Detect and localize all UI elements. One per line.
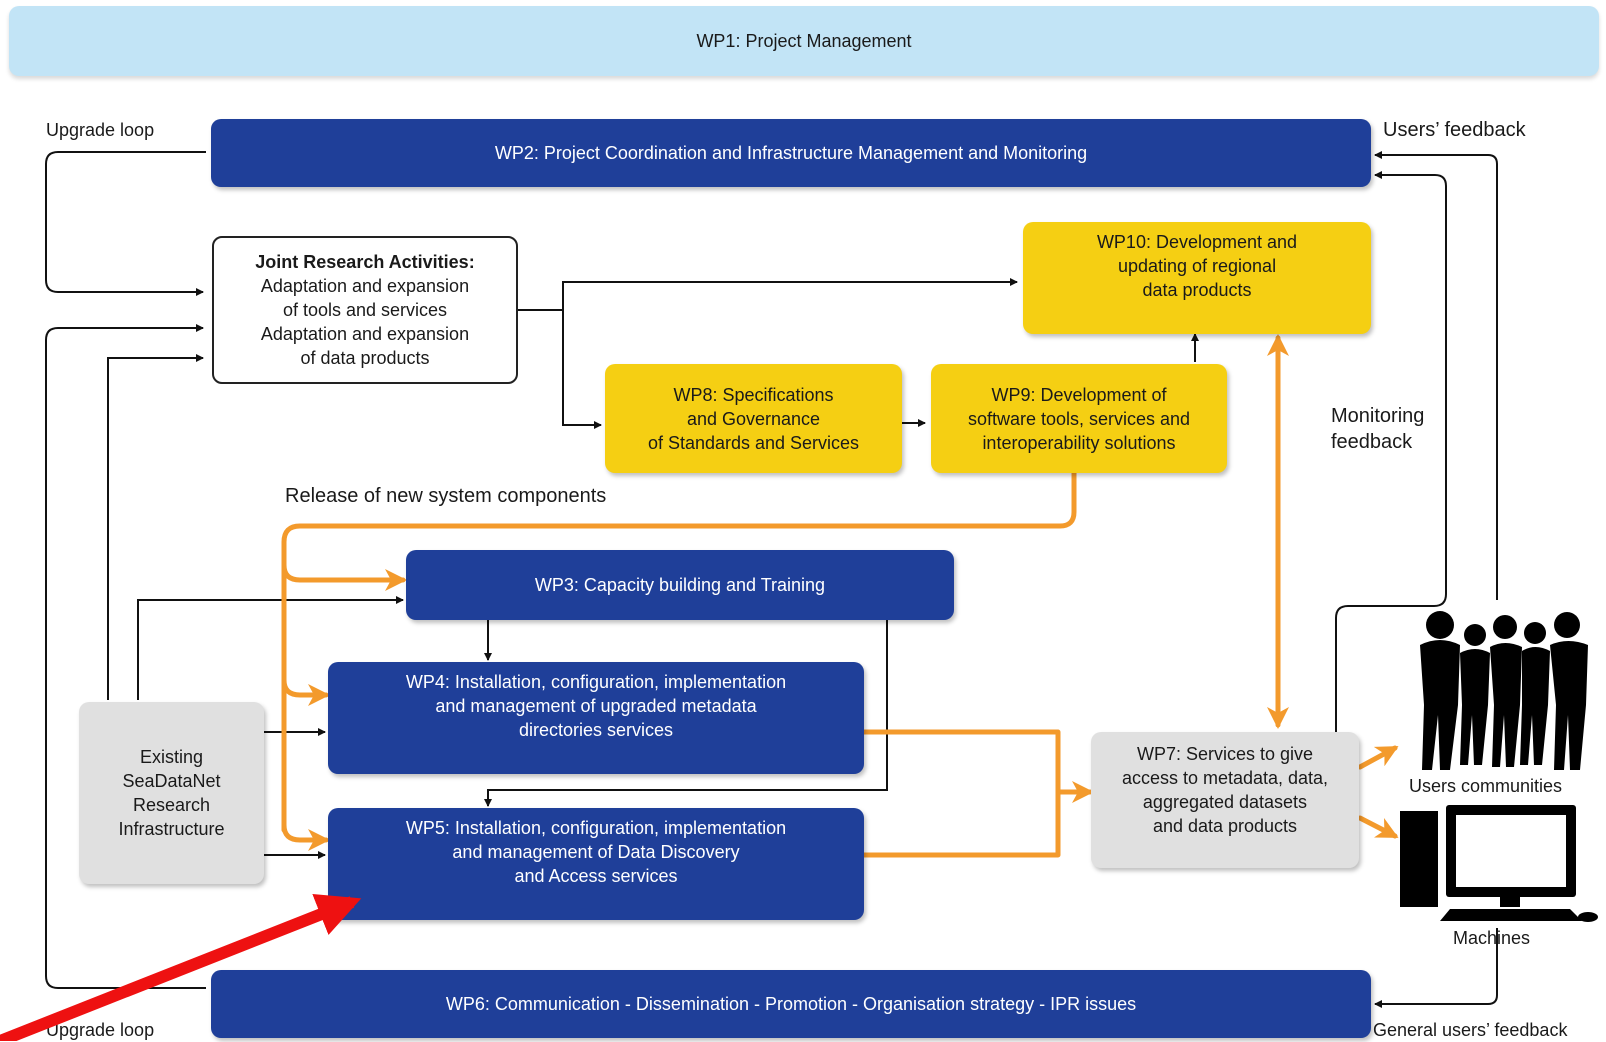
wp10-line2: updating of regional <box>1117 256 1277 276</box>
release-to-wp3-arrow <box>281 562 407 591</box>
people-silhouette-icon <box>1420 611 1588 770</box>
existing-to-jra-line <box>107 354 204 700</box>
users-feedback-label: Users’ feedback <box>1383 119 1526 141</box>
wp7-to-users-arrow <box>1357 745 1399 770</box>
jra-line3: Adaptation and expansion <box>260 324 470 344</box>
existing-to-wp3-line <box>137 596 404 700</box>
wp2-label: WP2: Project Coordination and Infrastruc… <box>494 143 1088 163</box>
wp5-box: WP5: Installation, configuration, implem… <box>328 808 864 920</box>
wp5-line2: and management of Data Discovery <box>452 842 740 862</box>
jra-box: Joint Research Activities: Adaptation an… <box>212 236 518 384</box>
wp4-box: WP4: Installation, configuration, implem… <box>328 662 864 774</box>
machines-label: Machines <box>1453 928 1531 948</box>
wp7-line2: access to metadata, data, <box>1121 768 1329 788</box>
wp10-line1: WP10: Development and <box>1096 232 1298 252</box>
computer-icon <box>1400 805 1598 922</box>
wp7-box: WP7: Services to give access to metadata… <box>1091 732 1359 868</box>
wp7-line3: aggregated datasets <box>1142 792 1308 812</box>
wp8-line3: of Standards and Services <box>647 432 860 453</box>
wp10-line3: data products <box>1142 280 1252 300</box>
wp8-line2: and Governance <box>686 408 821 429</box>
release-label: Release of new system components <box>285 485 607 507</box>
wp6-box: WP6: Communication - Dissemination - Pro… <box>211 970 1371 1038</box>
jra-to-wp10-line <box>517 278 1018 311</box>
wp7-line4: and data products <box>1152 816 1298 836</box>
wp9-line3: interoperability solutions <box>982 432 1176 453</box>
wp9-line1: WP9: Development of <box>991 384 1167 405</box>
upgrade-loop-bottom-line <box>45 324 206 989</box>
wp9-line2: software tools, services and <box>967 408 1191 429</box>
jra-line1: Adaptation and expansion <box>260 276 470 296</box>
jra-to-wp8-line <box>562 310 602 429</box>
wp3-box: WP3: Capacity building and Training <box>406 550 954 620</box>
existing-line3: Research <box>132 795 211 815</box>
wp7-to-machines-arrow <box>1357 815 1399 839</box>
upgrade-loop-top-line <box>45 151 206 296</box>
wp1-label: WP1: Project Management <box>696 30 912 51</box>
wp5-line3: and Access services <box>514 866 678 886</box>
wp9-box: WP9: Development of software tools, serv… <box>931 364 1227 473</box>
wp8-box: WP8: Specifications and Governance of St… <box>605 364 902 473</box>
monitoring-feedback-line1: Monitoring <box>1331 405 1425 427</box>
monitoring-feedback-line2: feedback <box>1331 431 1413 453</box>
wp4-line3: directories services <box>518 720 674 740</box>
existing-line2: SeaDataNet <box>122 771 221 791</box>
upgrade-loop-top-label: Upgrade loop <box>46 120 155 140</box>
wp10-box: WP10: Development and updating of region… <box>1023 222 1371 334</box>
wp1-box: WP1: Project Management <box>9 6 1599 76</box>
users-feedback-line <box>1374 151 1498 600</box>
wp4-line1: WP4: Installation, configuration, implem… <box>405 672 787 692</box>
release-to-wp5-arrow <box>281 822 330 851</box>
users-communities-label: Users communities <box>1409 776 1563 796</box>
general-feedback-label: General users’ feedback <box>1373 1020 1568 1040</box>
wp2-box: WP2: Project Coordination and Infrastruc… <box>211 119 1371 187</box>
wp3-label: WP3: Capacity building and Training <box>534 575 826 595</box>
existing-line1: Existing <box>139 747 204 767</box>
jra-line4: of data products <box>300 348 430 368</box>
wp4-line2: and management of upgraded metadata <box>435 696 757 716</box>
wp7-line1: WP7: Services to give <box>1136 744 1314 764</box>
wp7-monitoring-to-wp2-line <box>1335 171 1447 732</box>
upgrade-loop-bottom-label: Upgrade loop <box>46 1020 155 1040</box>
release-main-line <box>281 469 1077 833</box>
wp3-to-wp5-line <box>484 620 888 807</box>
jra-line2: of tools and services <box>282 300 448 320</box>
jra-title: Joint Research Activities: <box>255 252 475 272</box>
wp5-line1: WP5: Installation, configuration, implem… <box>405 818 787 838</box>
existing-line4: Infrastructure <box>118 819 225 839</box>
general-feedback-line <box>1374 928 1498 1008</box>
release-to-wp4-arrow <box>281 677 330 706</box>
wp8-line1: WP8: Specifications <box>673 384 834 405</box>
existing-infrastructure-box: Existing SeaDataNet Research Infrastruct… <box>79 702 264 884</box>
wp6-label: WP6: Communication - Dissemination - Pro… <box>445 994 1137 1014</box>
